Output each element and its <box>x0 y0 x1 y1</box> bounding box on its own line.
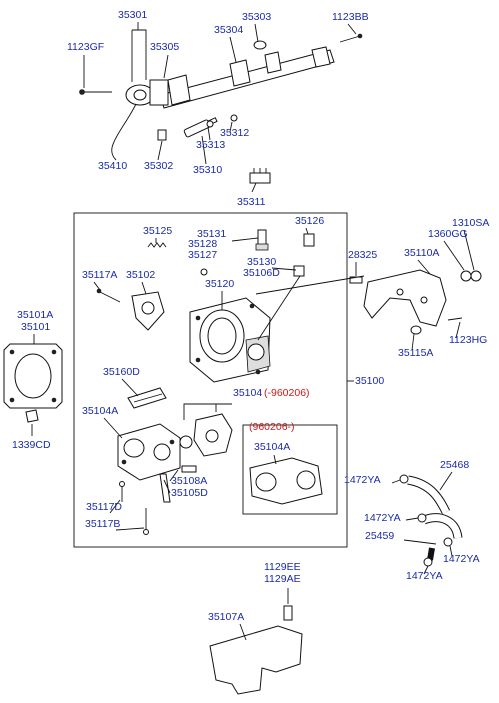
label-1472YA-2: 1472YA <box>364 512 401 524</box>
bracket-35110A <box>255 269 482 335</box>
hoses-25468-25459 <box>399 474 463 567</box>
label-35102: 35102 <box>126 269 155 281</box>
fuel-rail-assembly <box>79 33 363 184</box>
label-35312: 35312 <box>220 127 249 139</box>
spring-35125 <box>147 242 167 248</box>
label-35304: 35304 <box>214 24 243 36</box>
label-35101: 35101 <box>21 321 50 333</box>
throttle-body <box>189 297 271 383</box>
label-35128: 35128 <box>188 238 217 250</box>
bolts-35117 <box>119 481 149 535</box>
label-35101A: 35101A <box>17 309 53 321</box>
label-35104A-left: 35104A <box>82 405 118 417</box>
label-1123BB: 1123BB <box>332 11 369 23</box>
label-35105D: 35105D <box>171 487 208 499</box>
label-35104-date: (-960206) <box>264 387 310 399</box>
label-1360GG: 1360GG <box>428 228 468 240</box>
label-35104A-box: 35104A <box>254 441 290 453</box>
label-35117B: 35117B <box>85 518 120 530</box>
leader-lines-main <box>93 227 309 531</box>
sensor-35126 <box>257 233 315 341</box>
leader-lines-right <box>355 229 475 351</box>
revision-960206-box <box>242 424 338 515</box>
label-35410: 35410 <box>98 160 127 172</box>
label-35160D: 35160D <box>103 366 140 378</box>
gasket-35101 <box>3 343 63 423</box>
label-35311: 35311 <box>237 196 266 208</box>
idle-air-control-35104A <box>117 423 181 481</box>
label-25459: 25459 <box>365 530 394 542</box>
label-35302: 35302 <box>144 160 173 172</box>
label-35131: 35131 <box>197 228 226 240</box>
label-35126: 35126 <box>295 215 324 227</box>
label-1310SA: 1310SA <box>452 217 489 229</box>
label-1123GF: 1123GF <box>67 41 104 53</box>
label-35110A: 35110A <box>404 247 439 259</box>
label-35117D: 35117D <box>86 501 122 513</box>
bracket-35107A <box>209 588 303 695</box>
label-1472YA-3: 1472YA <box>443 553 480 565</box>
label-35120: 35120 <box>205 278 234 290</box>
label-35127: 35127 <box>188 249 217 261</box>
label-35100: 35100 <box>355 375 384 387</box>
label-35115A: 35115A <box>398 347 433 359</box>
label-35305: 35305 <box>150 41 179 53</box>
label-35130: 35130 <box>247 256 276 268</box>
gasket-35160D <box>127 387 167 409</box>
leader-lines-top <box>83 22 357 193</box>
throttle-body-group-frame <box>73 212 348 548</box>
label-35301: 35301 <box>118 9 147 21</box>
label-35117A: 35117A <box>82 269 117 281</box>
label-1339CD: 1339CD <box>12 439 51 451</box>
label-35125: 35125 <box>143 225 172 237</box>
label-35106D: 35106D <box>243 267 280 279</box>
label-35303: 35303 <box>242 11 271 23</box>
label-25468: 25468 <box>440 459 469 471</box>
label-35107A: 35107A <box>208 611 244 623</box>
label-35313: 35313 <box>196 139 225 151</box>
label-1129AE: 1129AE <box>264 573 301 585</box>
label-28325: 28325 <box>348 249 377 261</box>
label-35104: 35104 <box>233 387 262 399</box>
label-1472YA-1: 1472YA <box>344 474 381 486</box>
label-box-date: (960206-) <box>249 421 295 433</box>
label-35108A: 35108A <box>171 475 207 487</box>
label-1123HG: 1123HG <box>449 334 487 346</box>
idle-air-control-new <box>249 457 323 505</box>
label-1129EE: 1129EE <box>264 561 301 573</box>
valve-35104 <box>179 404 233 473</box>
leader-lines-hoses <box>391 471 453 575</box>
sensor-35102 <box>131 291 165 331</box>
label-35310: 35310 <box>193 164 222 176</box>
label-1472YA-4: 1472YA <box>406 570 443 582</box>
